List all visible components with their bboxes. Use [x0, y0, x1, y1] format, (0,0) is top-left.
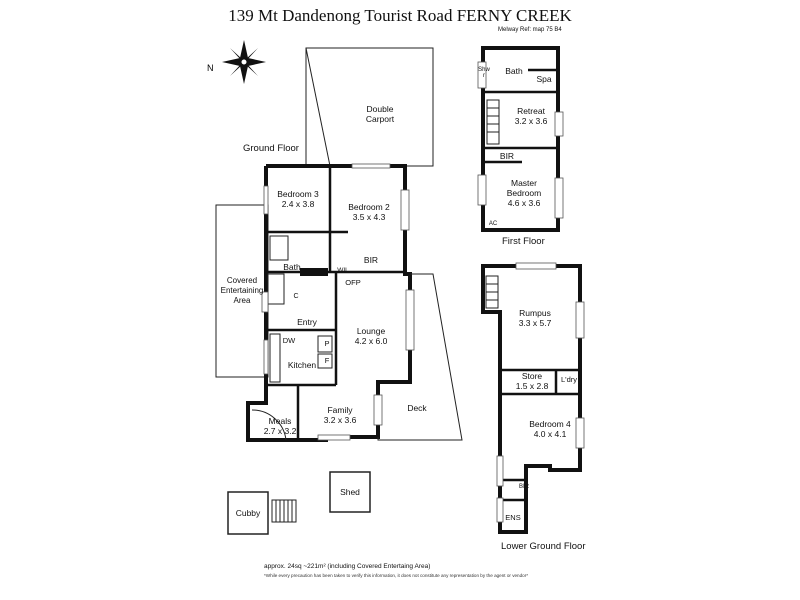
bedroom3-name: Bedroom 3: [277, 189, 319, 199]
area-note: approx. 24sq ~221m² (including Covered E…: [264, 563, 431, 570]
shed-outline: [329, 471, 371, 513]
family-dims: 3.2 x 3.6: [323, 415, 357, 425]
bedroom2-dims: 3.5 x 4.3: [352, 212, 386, 222]
lounge-dims: 4.2 x 6.0: [354, 336, 388, 346]
store-dims: 1.5 x 2.8: [515, 381, 549, 391]
first-floor-label: First Floor: [502, 236, 545, 247]
north-label: N: [207, 63, 214, 73]
bedroom3-dims: 2.4 x 3.8: [281, 199, 315, 209]
disclaimer: *While every precaution has been taken t…: [264, 573, 529, 578]
meals-dims: 2.7 x 3.2: [263, 426, 297, 436]
ofp-label: OFP: [345, 278, 361, 287]
bir-first-label: BIR: [499, 151, 515, 161]
bath-ground-label: Bath: [283, 262, 301, 272]
ens-label: ENS: [505, 513, 521, 522]
store-name: Store: [521, 371, 543, 381]
bedroom4-dims: 4.0 x 4.1: [533, 429, 567, 439]
spa-label: Spa: [536, 74, 552, 84]
kitchen-label: Kitchen: [287, 360, 317, 370]
meals-name: Meals: [268, 416, 292, 426]
shower-label: Shwr: [478, 67, 490, 79]
north-compass-icon: [222, 40, 266, 84]
ground-floor-label: Ground Floor: [243, 143, 299, 154]
master-name: Master Bedroom: [506, 178, 542, 198]
bedroom4-name: Bedroom 4: [529, 419, 571, 429]
property-address-title: 139 Mt Dandenong Tourist Road FERNY CREE…: [228, 6, 572, 25]
lower-ground-floor-label: Lower Ground Floor: [501, 541, 586, 552]
covered-entertaining-label: Covered Entertaining Area: [220, 276, 264, 305]
family-name: Family: [327, 405, 353, 415]
carport-label: Double Carport: [365, 104, 395, 124]
bedroom2-name: Bedroom 2: [348, 202, 390, 212]
master-dims: 4.6 x 3.6: [507, 198, 541, 208]
deck-label: Deck: [407, 403, 427, 413]
bath-first-label: Bath: [505, 66, 523, 76]
rumpus-name: Rumpus: [519, 308, 551, 318]
ac-label: AC: [488, 221, 498, 227]
lounge-name: Lounge: [356, 326, 386, 336]
deck-outline: [377, 273, 463, 441]
fridge-label: F: [324, 356, 330, 365]
pantry-label: P: [324, 339, 330, 348]
bir-ground-label: BIR: [363, 255, 379, 265]
melway-reference: Melway Ref: map 75 B4: [498, 27, 562, 33]
entry-label: Entry: [297, 317, 317, 327]
cubby-label: Cubby: [235, 508, 261, 518]
c-label: C: [293, 293, 299, 300]
retreat-name: Retreat: [517, 106, 545, 116]
shed-label: Shed: [340, 487, 360, 497]
retreat-dims: 3.2 x 3.6: [514, 116, 548, 126]
first-floor-walls: [481, 46, 560, 232]
dw-label: DW: [282, 336, 296, 345]
wil-label: WIL: [337, 267, 349, 274]
cubby-outline: [227, 491, 269, 535]
rumpus-dims: 3.3 x 5.7: [518, 318, 552, 328]
laundry-label: L'dry: [560, 375, 578, 384]
bir-lower-label: BIR: [518, 484, 529, 490]
